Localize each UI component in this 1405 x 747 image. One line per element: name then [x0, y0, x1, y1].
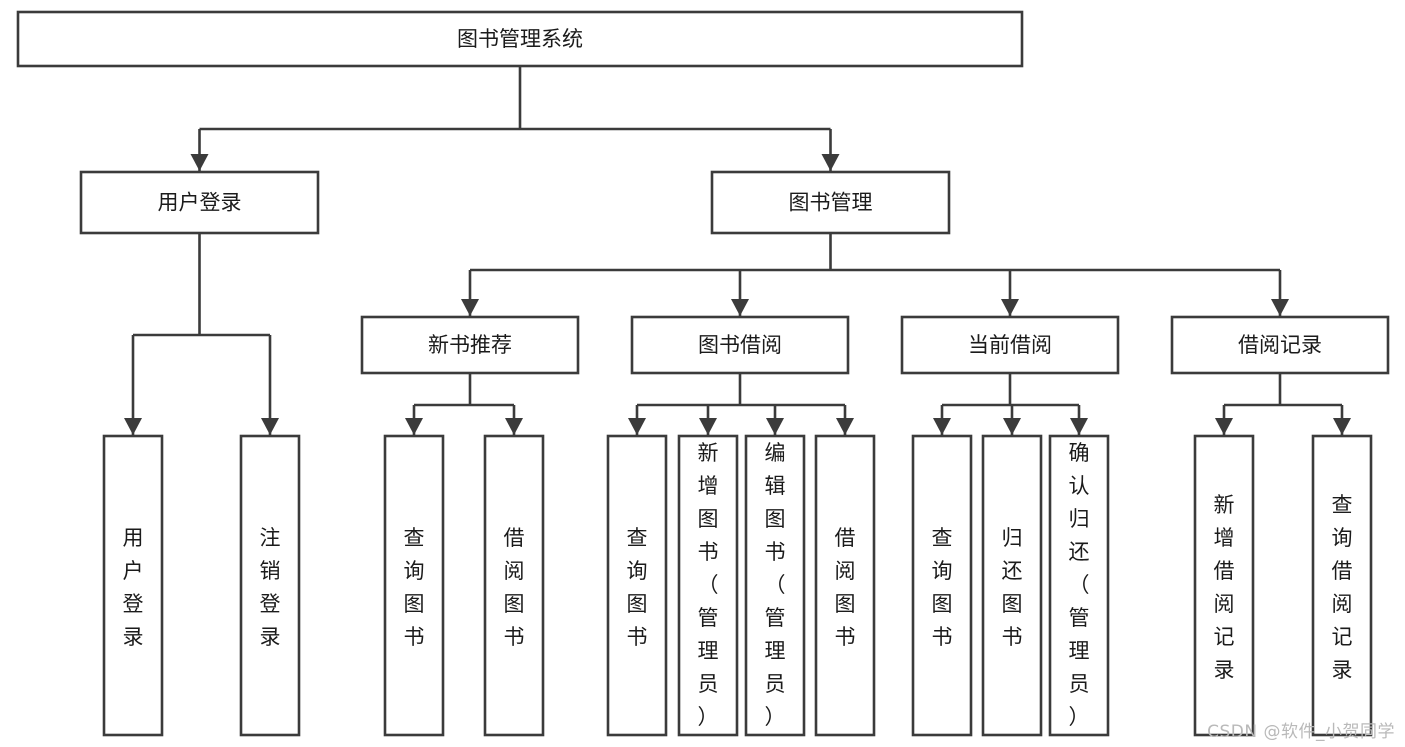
arrow-head-icon: [628, 418, 646, 435]
leaf-node[interactable]: 查询图书: [383, 434, 445, 737]
level3-box[interactable]: [360, 315, 580, 375]
arrow-head-icon: [933, 418, 951, 435]
arrow-head-icon: [699, 418, 717, 435]
arrow-head-icon: [461, 299, 479, 316]
level2-box[interactable]: [79, 170, 320, 235]
csdn-watermark: CSDN @软件_小贺同学: [1207, 722, 1395, 742]
level2-box[interactable]: [710, 170, 951, 235]
leaf-label: 新增借阅记录: [1214, 493, 1235, 682]
leaf-node[interactable]: 借阅图书: [483, 434, 545, 737]
leaf-box[interactable]: [677, 434, 739, 737]
arrow-head-icon: [1271, 299, 1289, 316]
level3-box[interactable]: [630, 315, 850, 375]
leaf-box[interactable]: [239, 434, 301, 737]
leaf-box[interactable]: [814, 434, 876, 737]
level3-node[interactable]: 新书推荐: [360, 315, 580, 375]
arrow-head-icon: [190, 154, 209, 171]
leaf-label: 新增图书（管理员）: [698, 441, 719, 729]
leaf-box[interactable]: [606, 434, 668, 737]
leaf-label: 查询图书: [932, 526, 953, 649]
leaf-label: 注销登录: [260, 526, 281, 649]
leaf-label: 借阅图书: [504, 526, 525, 649]
arrow-head-icon: [1070, 418, 1088, 435]
leaf-label: 借阅图书: [835, 526, 856, 649]
connector-layer: [124, 66, 1351, 435]
leaf-box[interactable]: [744, 434, 806, 737]
leaf-box[interactable]: [1311, 434, 1373, 737]
arrow-head-icon: [1215, 418, 1233, 435]
leaf-node[interactable]: 查询图书: [606, 434, 668, 737]
leaf-box[interactable]: [383, 434, 445, 737]
leaf-label: 查询图书: [627, 526, 648, 649]
arrow-head-icon: [405, 418, 423, 435]
root-box[interactable]: [16, 10, 1024, 68]
level3-label: 借阅记录: [1238, 333, 1322, 357]
arrow-head-icon: [1003, 418, 1021, 435]
leaf-node[interactable]: 注销登录: [239, 434, 301, 737]
leaf-box[interactable]: [102, 434, 164, 737]
leaf-box[interactable]: [981, 434, 1043, 737]
arrow-head-icon: [1333, 418, 1351, 435]
arrow-head-icon: [1001, 299, 1019, 316]
root-label: 图书管理系统: [457, 27, 583, 51]
arrow-head-icon: [766, 418, 784, 435]
level3-box[interactable]: [1170, 315, 1390, 375]
arrow-head-icon: [505, 418, 523, 435]
leaf-node[interactable]: 用户登录: [102, 434, 164, 737]
leaf-node[interactable]: 新增借阅记录: [1193, 434, 1255, 737]
leaf-node[interactable]: 查询图书: [911, 434, 973, 737]
node-layer: 图书管理系统用户登录图书管理新书推荐图书借阅当前借阅借阅记录用户登录注销登录查询…: [16, 10, 1390, 737]
level3-box[interactable]: [900, 315, 1120, 375]
leaf-label: 归还图书: [1002, 526, 1023, 649]
root-node[interactable]: 图书管理系统: [16, 10, 1024, 68]
level2-label: 用户登录: [158, 191, 242, 215]
leaf-node[interactable]: 确认归还（管理员）: [1048, 434, 1110, 737]
arrow-head-icon: [261, 418, 279, 435]
level2-node[interactable]: 用户登录: [79, 170, 320, 235]
leaf-node[interactable]: 借阅图书: [814, 434, 876, 737]
arrow-head-icon: [124, 418, 142, 435]
leaf-box[interactable]: [1193, 434, 1255, 737]
level3-node[interactable]: 借阅记录: [1170, 315, 1390, 375]
leaf-node[interactable]: 查询借阅记录: [1311, 434, 1373, 737]
leaf-label: 查询借阅记录: [1332, 493, 1353, 682]
arrow-head-icon: [821, 154, 840, 171]
leaf-node[interactable]: 新增图书（管理员）: [677, 434, 739, 737]
level3-node[interactable]: 图书借阅: [630, 315, 850, 375]
leaf-node[interactable]: 归还图书: [981, 434, 1043, 737]
level3-label: 图书借阅: [698, 333, 782, 357]
level2-node[interactable]: 图书管理: [710, 170, 951, 235]
leaf-label: 确认归还（管理员）: [1069, 441, 1090, 729]
level2-label: 图书管理: [789, 191, 873, 215]
arrow-head-icon: [836, 418, 854, 435]
level3-label: 新书推荐: [428, 333, 512, 357]
leaf-box[interactable]: [911, 434, 973, 737]
leaf-node[interactable]: 编辑图书（管理员）: [744, 434, 806, 737]
leaf-label: 用户登录: [123, 526, 144, 649]
level3-node[interactable]: 当前借阅: [900, 315, 1120, 375]
level3-label: 当前借阅: [968, 333, 1052, 357]
arrow-head-icon: [731, 299, 749, 316]
leaf-box[interactable]: [1048, 434, 1110, 737]
leaf-label: 查询图书: [404, 526, 425, 649]
leaf-box[interactable]: [483, 434, 545, 737]
leaf-label: 编辑图书（管理员）: [765, 441, 786, 729]
